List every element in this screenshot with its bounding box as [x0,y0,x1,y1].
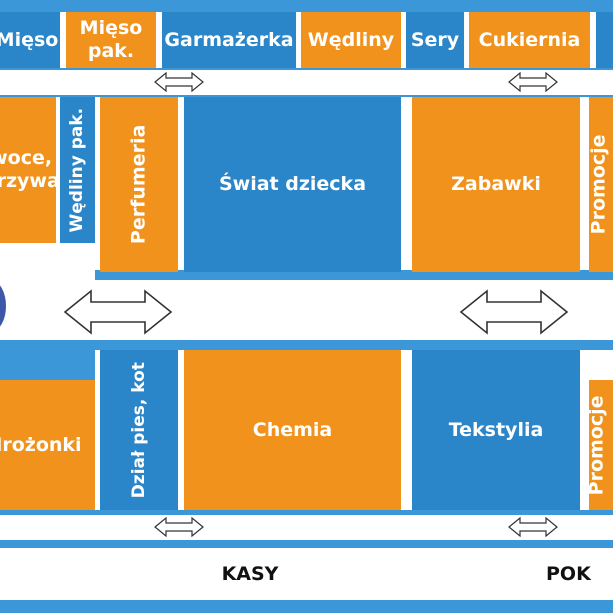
section-mieso: Mięso [0,12,60,68]
section-swiat-dziecka: Świat dziecka [184,97,401,272]
section-owoce-warzywa: Owoce, warzywa [0,97,56,243]
section-promocje-upper: Promocje [589,97,613,272]
double-arrow-icon [154,72,204,92]
frame-band-aisle-top [95,270,613,280]
section-garmazerka: Garmażerka [162,12,296,68]
section-sery: Sery [406,12,464,68]
frame-band-top [0,0,613,12]
double-arrow-icon [508,517,558,537]
double-arrow-icon [459,289,569,335]
section-mrozonki: Mrożonki [0,380,95,510]
section-pok: POK [510,548,613,600]
section-wedliny: Wędliny [301,12,401,68]
double-arrow-icon [154,517,204,537]
section-kasy: KASY [0,548,500,600]
entrance-circle-icon [0,281,6,331]
section-perfumeria: Perfumeria [100,97,178,272]
double-arrow-icon [63,289,173,335]
frame-band-aisle-bottom [95,340,613,350]
double-arrow-icon [508,72,558,92]
section-top-right-edge [596,12,613,68]
section-zabawki: Zabawki [412,97,580,272]
section-mieso-pak: Mięso pak. [66,12,156,68]
section-cukiernia: Cukiernia [469,12,590,68]
section-chemia: Chemia [184,350,401,510]
section-wedliny-pak: Wędliny pak. [60,97,95,243]
frame-band-left-lower [0,340,95,380]
frame-band-bottom [0,600,613,613]
section-promocje-lower: Promocje [589,380,613,510]
section-tekstylia: Tekstylia [412,350,580,510]
section-dzial-pies-kot: Dział pies, kot [100,350,178,510]
